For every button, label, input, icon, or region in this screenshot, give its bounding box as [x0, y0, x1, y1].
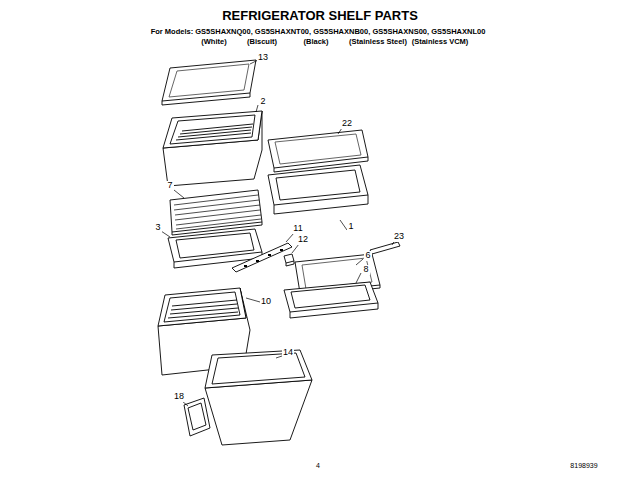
callout-number: 10	[260, 297, 272, 307]
callout-number: 13	[257, 53, 269, 63]
callout-number: 14	[282, 348, 294, 358]
deli-drawer	[205, 380, 312, 445]
callout-number: 1	[347, 222, 354, 232]
drawer-label-panel	[188, 403, 206, 430]
glass-shelf	[170, 190, 262, 235]
model-color: (Biscuit)	[246, 38, 278, 46]
crisper-drawer	[164, 292, 240, 322]
callout-number: 18	[173, 392, 185, 402]
diagram-title: REFRIGERATOR SHELF PARTS	[221, 9, 419, 23]
model-color: (Black)	[302, 38, 329, 46]
callout-number: 23	[393, 232, 405, 242]
figure-number: 8198939	[569, 462, 598, 470]
model-list: For Models: GS5SHAXNQ00, GS5SHAXNT00, GS…	[150, 28, 487, 36]
leader-line	[161, 60, 395, 406]
callout-number: 11	[292, 224, 303, 234]
callout-number: 3	[154, 223, 161, 233]
page-number: 4	[315, 462, 321, 470]
shelf-trim	[370, 242, 400, 254]
callout-number: 6	[364, 251, 371, 261]
crisper-drawer	[163, 111, 262, 186]
clip-part	[284, 254, 294, 266]
drawer-label-panel	[184, 398, 210, 436]
model-color: (Stainless Steel)	[348, 38, 408, 46]
crisper-drawer	[163, 111, 262, 148]
crisper-drawer	[158, 288, 246, 326]
shelf-trim	[244, 249, 283, 267]
crisper-drawer	[170, 115, 255, 144]
callout-number: 7	[166, 181, 173, 191]
glass-shelf	[169, 64, 249, 97]
callout-number: 8	[362, 265, 369, 275]
shelf-frame	[276, 170, 360, 200]
model-color: (White)	[200, 38, 227, 46]
shelf-frame	[291, 285, 370, 308]
model-color: (Stainless VCM)	[411, 38, 470, 46]
callout-number: 2	[259, 97, 266, 107]
shelf-frame	[268, 165, 368, 214]
shelf-trim	[232, 243, 292, 272]
glass-shelf	[275, 134, 361, 164]
callout-number: 22	[341, 119, 353, 129]
callout-number: 12	[297, 235, 309, 245]
shelf-frame	[176, 233, 254, 258]
glass-shelf	[174, 195, 261, 229]
shelf-frame	[284, 282, 378, 318]
deli-drawer	[205, 350, 312, 388]
glass-shelf	[162, 60, 256, 105]
